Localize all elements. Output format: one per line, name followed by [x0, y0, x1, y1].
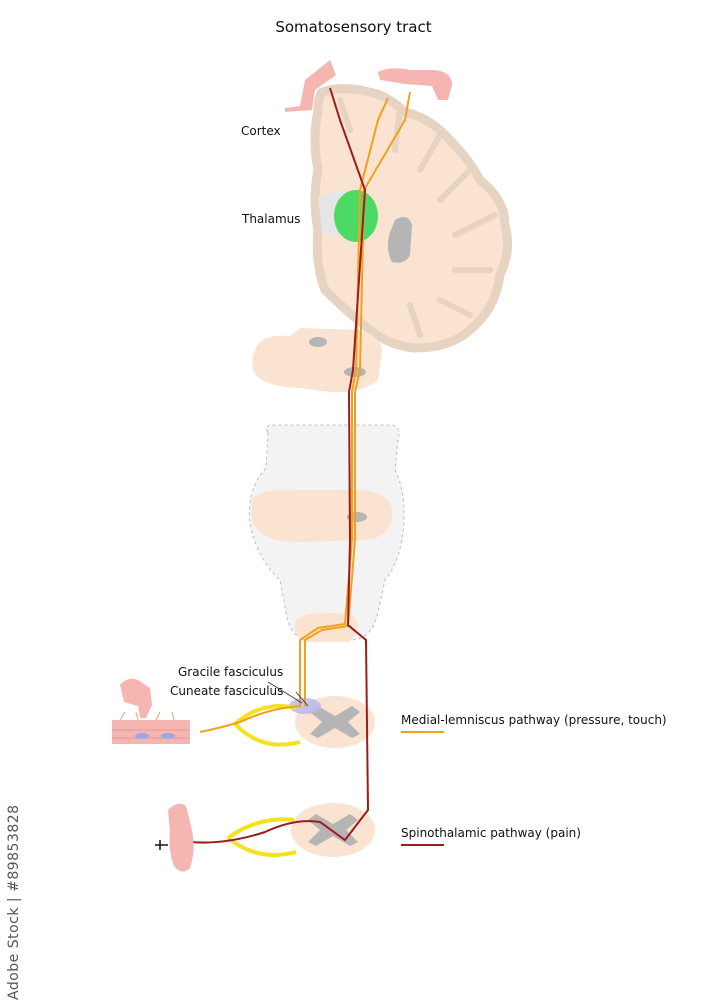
legend-medial-label: Medial-lemniscus pathway (pressure, touc… — [401, 713, 667, 727]
spinal-cord-upper — [289, 696, 375, 748]
skin-patch — [112, 711, 190, 744]
stock-watermark: Adobe Stock | #89853828 — [6, 804, 22, 1000]
label-thalamus: Thalamus — [242, 212, 301, 226]
spinal-cord-lower — [291, 803, 375, 857]
pons-section — [252, 489, 392, 542]
ventricle — [387, 216, 412, 263]
finger-hand — [120, 678, 152, 718]
medial-lemniscus-pathway — [199, 91, 411, 733]
brain-section — [310, 84, 513, 353]
homunculus-limbs — [285, 60, 452, 112]
cortex-shape — [310, 84, 513, 353]
label-gracile: Gracile fasciculus — [178, 665, 284, 679]
label-cortex: Cortex — [241, 124, 281, 138]
label-cuneate: Cuneate fasciculus — [170, 684, 284, 698]
dorsal-root-lower — [226, 817, 297, 857]
legend-spino-label: Spinothalamic pathway (pain) — [401, 826, 581, 840]
thalamus-shape — [334, 190, 378, 242]
diagram-title: Somatosensory tract — [275, 18, 432, 36]
spinothalamic-pathway — [189, 87, 370, 844]
foot — [155, 803, 194, 872]
